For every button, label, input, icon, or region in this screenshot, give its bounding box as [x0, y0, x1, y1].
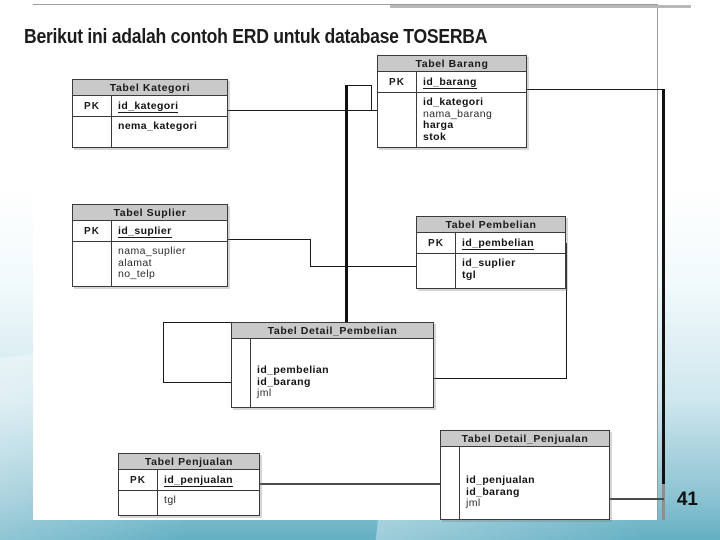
erd-table-barang-pk-field: id_barang: [423, 75, 477, 89]
connector-trunk-vertical: [345, 85, 348, 323]
erd-table-penjualan-body: tgl: [119, 491, 259, 515]
erd-table-detail-penjualan[interactable]: Tabel Detail_Penjualan id_penjualan id_b…: [440, 430, 610, 520]
erd-table-kategori-body-gutter: [73, 117, 112, 147]
erd-attribute: id_suplier: [462, 257, 516, 269]
erd-table-suplier-pk-row: PK id_suplier: [73, 221, 227, 242]
connector-barang-right-horizontal: [527, 89, 664, 90]
connector-right-trunk-vertical: [662, 89, 665, 487]
erd-attribute: id_barang: [257, 375, 311, 388]
erd-table-kategori-pk-row: PK id_kategori: [73, 96, 227, 117]
connector-kategori-barang-horizontal: [228, 110, 357, 111]
erd-table-kategori-body: nema_kategori: [73, 117, 227, 147]
erd-attribute: id_penjualan: [466, 474, 535, 486]
page-number: 41: [676, 489, 698, 510]
erd-attribute: tgl: [164, 494, 177, 506]
connector-hook-right: [371, 85, 372, 111]
page-title: Berikut ini adalah contoh ERD untuk data…: [24, 26, 488, 48]
connector-right-trunk-to-detail-penjualan: [610, 498, 664, 500]
erd-table-detail-pembelian-body: id_pembelian id_barang jml: [232, 339, 433, 407]
erd-table-detail-penjualan-body-gutter: [441, 447, 460, 519]
connector-suplier-vertical: [310, 239, 311, 267]
erd-table-barang-pk-row: PK id_barang: [378, 72, 526, 93]
erd-table-barang-attributes: id_kategori nama_barang harga stok: [417, 93, 526, 147]
erd-table-penjualan[interactable]: Tabel Penjualan PK id_penjualan tgl: [118, 453, 260, 516]
erd-attribute: alamat: [118, 256, 152, 269]
erd-table-kategori[interactable]: Tabel Kategori PK id_kategori nema_kateg…: [72, 79, 228, 148]
connector-detail-pembelian-in: [163, 382, 235, 383]
erd-table-kategori-pk-label: PK: [73, 96, 112, 116]
erd-table-suplier-pk-label: PK: [73, 221, 112, 241]
erd-table-pembelian[interactable]: Tabel Pembelian PK id_pembelian id_supli…: [416, 216, 566, 289]
erd-table-pembelian-body: id_suplier tgl: [417, 254, 565, 288]
connector-penjualan-to-detail: [260, 483, 445, 485]
erd-attribute: nama_barang: [423, 107, 493, 120]
erd-table-suplier-attributes: nama_suplier alamat no_telp: [112, 242, 227, 286]
erd-table-suplier-body: nama_suplier alamat no_telp: [73, 242, 227, 286]
erd-table-suplier-pk-field: id_suplier: [118, 224, 172, 238]
erd-table-pembelian-attributes: id_suplier tgl: [456, 254, 565, 288]
erd-table-detail-penjualan-attributes: id_penjualan id_barang jml: [460, 447, 609, 519]
erd-table-barang-body-gutter: [378, 93, 417, 147]
erd-attribute: harga: [423, 119, 454, 131]
erd-table-suplier[interactable]: Tabel Suplier PK id_suplier nama_suplier…: [72, 204, 228, 287]
erd-table-detail-pembelian-attributes: id_pembelian id_barang jml: [251, 339, 433, 407]
erd-table-barang-header: Tabel Barang: [378, 56, 526, 72]
connector-hook-top: [345, 85, 372, 86]
erd-table-pembelian-pk-field: id_pembelian: [462, 236, 534, 250]
erd-table-pembelian-body-gutter: [417, 254, 456, 288]
erd-table-barang-body: id_kategori nama_barang harga stok: [378, 93, 526, 147]
erd-table-kategori-attributes: nema_kategori: [112, 117, 227, 147]
erd-attribute: id_kategori: [423, 96, 484, 108]
erd-table-detail-pembelian-header: Tabel Detail_Pembelian: [232, 323, 433, 339]
erd-attribute: id_pembelian: [257, 364, 329, 376]
erd-table-suplier-body-gutter: [73, 242, 112, 286]
erd-attribute: id_barang: [466, 485, 520, 498]
erd-table-detail-pembelian-body-gutter: [232, 339, 251, 407]
erd-table-detail-penjualan-header: Tabel Detail_Penjualan: [441, 431, 609, 447]
erd-table-pembelian-pk-label: PK: [417, 233, 456, 253]
erd-table-kategori-pk-field: id_kategori: [118, 99, 179, 113]
erd-attribute: jml: [466, 497, 481, 509]
erd-table-kategori-header: Tabel Kategori: [73, 80, 227, 96]
connector-detail-pembelian-left-vertical: [163, 322, 164, 383]
connector-right-trunk-tail: [662, 484, 665, 520]
erd-attribute: no_telp: [118, 268, 156, 280]
connector-trunk-to-barang: [345, 110, 377, 111]
erd-table-detail-penjualan-body: id_penjualan id_barang jml: [441, 447, 609, 519]
erd-table-penjualan-body-gutter: [119, 491, 158, 515]
erd-table-penjualan-header: Tabel Penjualan: [119, 454, 259, 470]
erd-table-suplier-header: Tabel Suplier: [73, 205, 227, 221]
connector-suplier-horizontal-2: [310, 266, 457, 267]
erd-attribute: nama_suplier: [118, 245, 186, 257]
erd-table-pembelian-header: Tabel Pembelian: [417, 217, 565, 233]
erd-table-penjualan-pk-field: id_penjualan: [164, 473, 233, 487]
connector-pembelian-to-detail: [434, 378, 567, 379]
panel-top-strip: [390, 5, 691, 8]
erd-table-barang[interactable]: Tabel Barang PK id_barang id_kategori na…: [377, 55, 527, 148]
erd-table-pembelian-pk-row: PK id_pembelian: [417, 233, 565, 254]
connector-pembelian-right-vertical: [566, 243, 567, 379]
erd-table-penjualan-attributes: tgl: [158, 491, 259, 515]
erd-attribute: jml: [257, 387, 272, 399]
erd-table-penjualan-pk-row: PK id_penjualan: [119, 470, 259, 491]
erd-attribute: nema_kategori: [118, 120, 198, 132]
erd-table-barang-pk-label: PK: [378, 72, 417, 92]
erd-attribute: stok: [423, 130, 447, 143]
erd-table-detail-pembelian[interactable]: Tabel Detail_Pembelian id_pembelian id_b…: [231, 322, 434, 408]
erd-attribute: tgl: [462, 268, 477, 281]
erd-table-penjualan-pk-label: PK: [119, 470, 158, 490]
connector-suplier-horizontal-1: [228, 239, 311, 240]
